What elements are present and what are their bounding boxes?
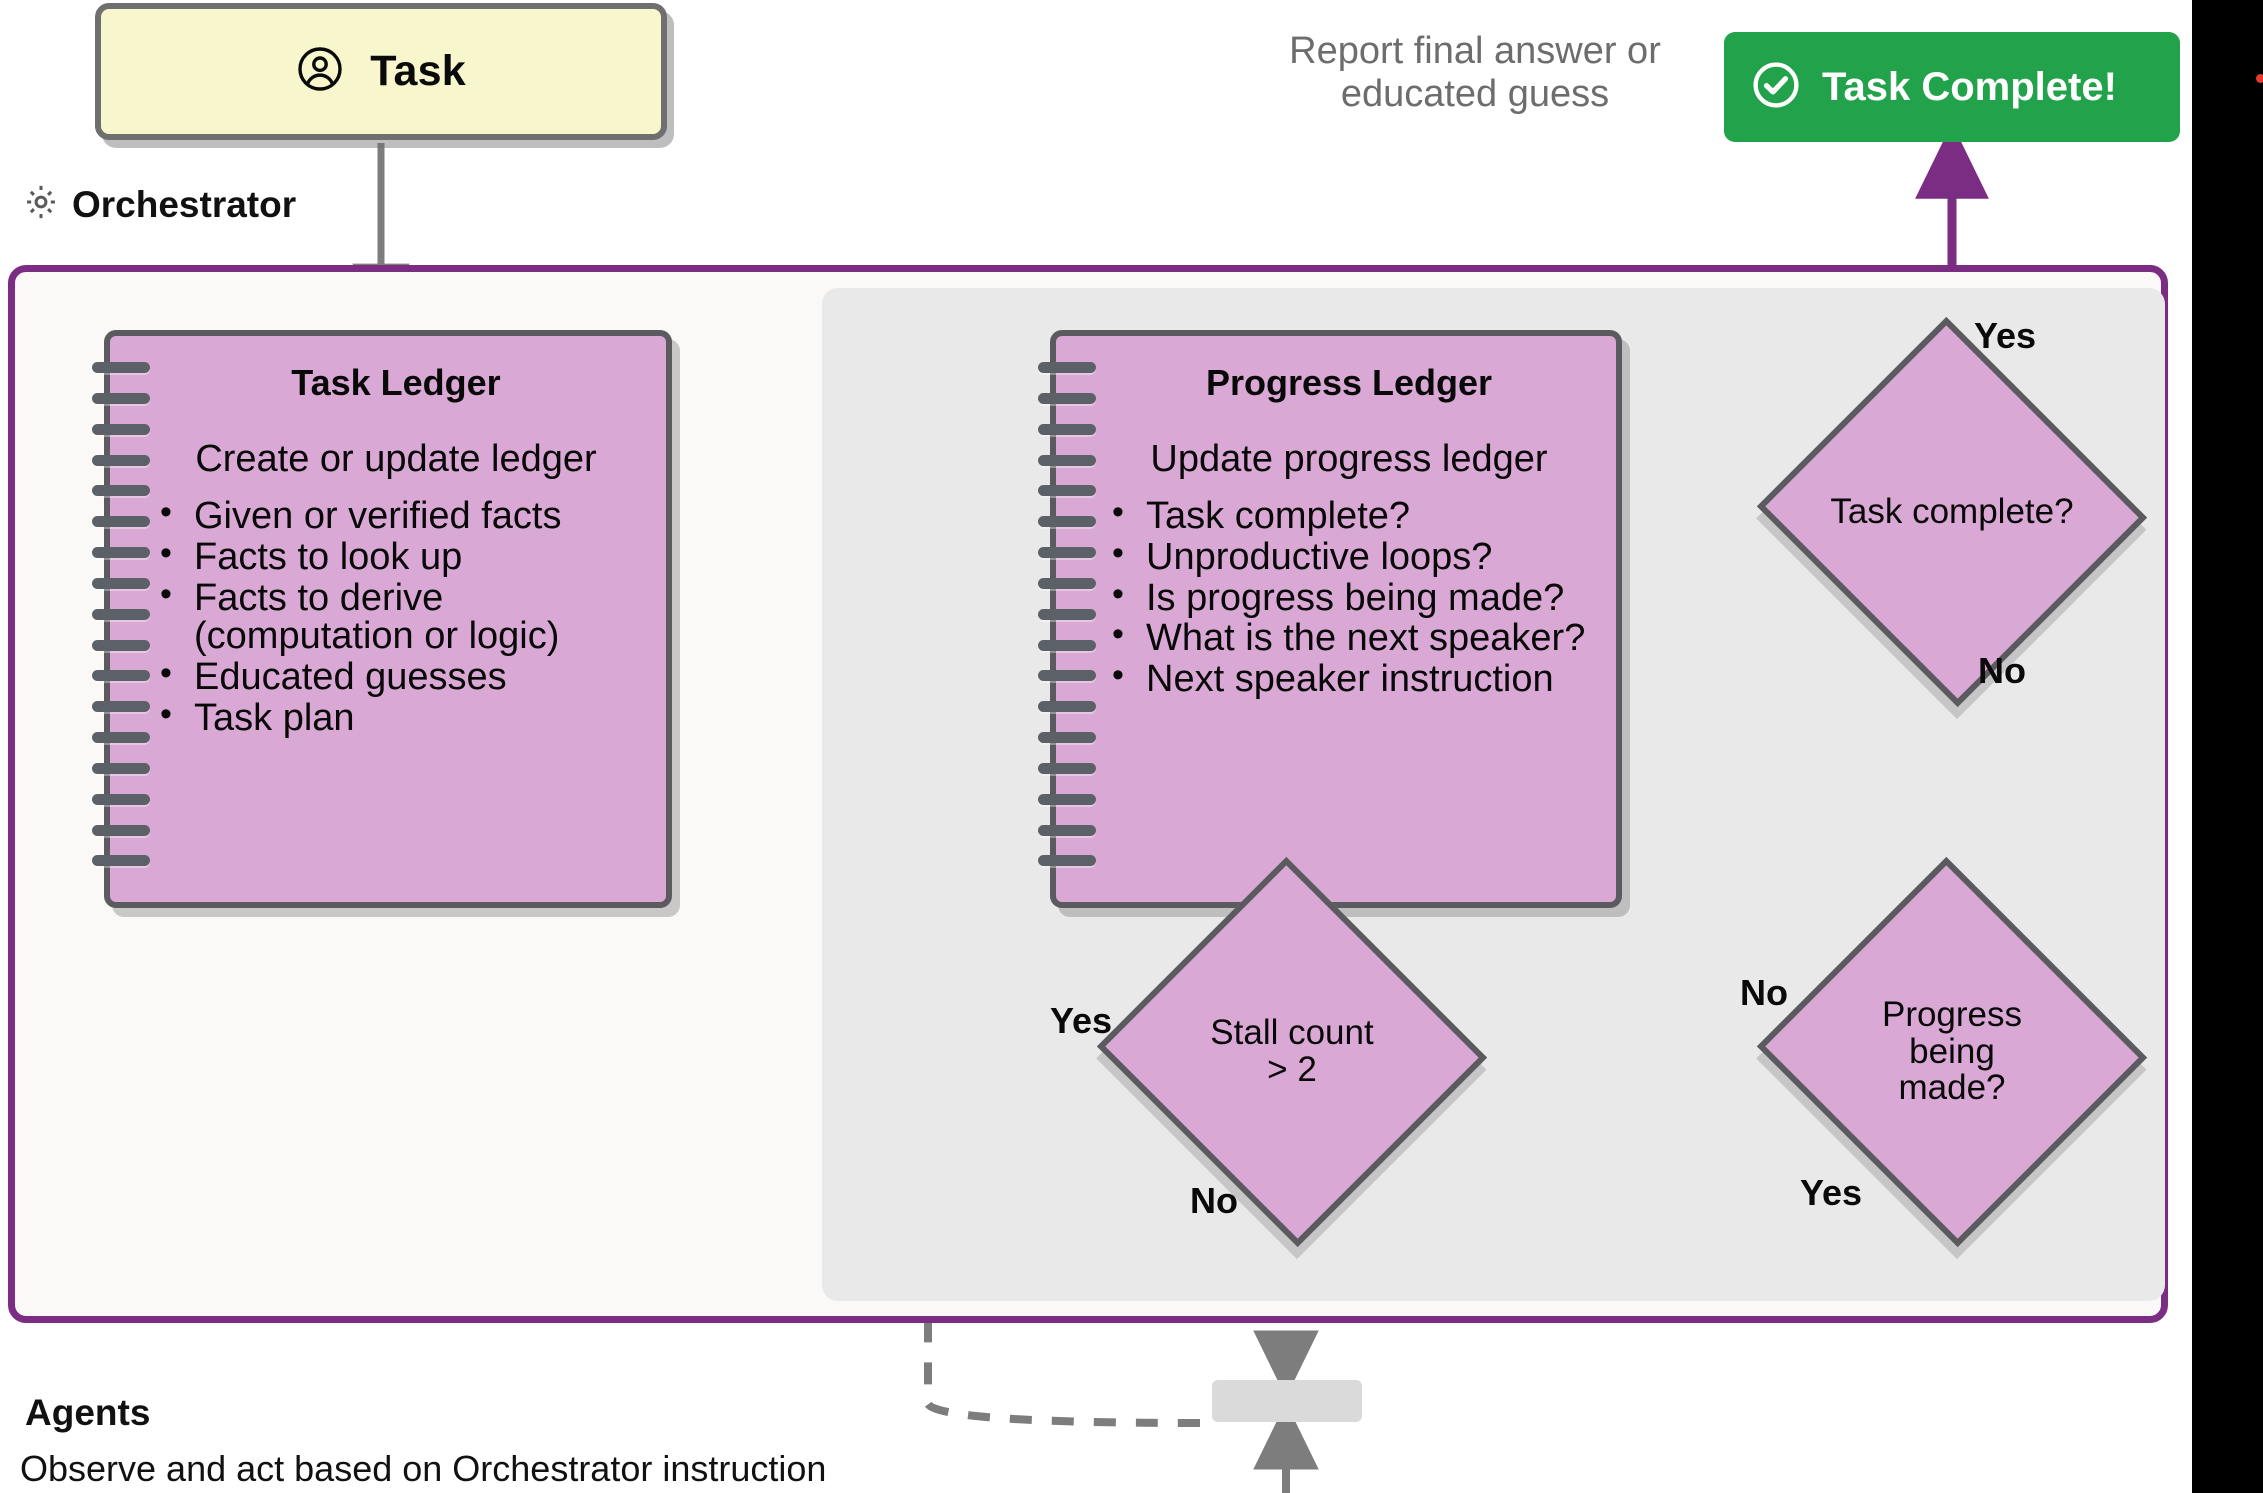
agents-title: Agents (25, 1392, 151, 1433)
progress-ledger-subtitle: Update progress ledger (1150, 438, 1548, 480)
agents-subtitle: Observe and act based on Orchestrator in… (20, 1448, 827, 1489)
decision-progress-made-label: Progress being made? (1881, 994, 2023, 1108)
edge-label-stall-yes: Yes (1050, 1000, 1113, 1041)
orchestrator-label: Orchestrator (72, 183, 297, 225)
list-item: What is the next speaker? (1112, 617, 1592, 658)
agent-node (1212, 1380, 1362, 1422)
task-complete-badge: Task Complete! (1724, 32, 2180, 142)
list-item: Educated guesses (160, 656, 638, 697)
right-edge-band (2192, 0, 2263, 1493)
task-ledger-card: Task Ledger Create or update ledger Give… (92, 330, 672, 908)
task-ledger-title: Task Ledger (291, 362, 501, 403)
list-item: Next speaker instruction (1112, 658, 1592, 699)
check-circle-icon (1750, 59, 1802, 116)
edge-label-progress-made-yes: Yes (1800, 1172, 1863, 1213)
task-card: Task (95, 3, 667, 140)
red-indicator-dot (2256, 74, 2263, 83)
decision-task-complete-label: Task complete? (1830, 491, 2074, 531)
decision-stall-count-label: Stall count > 2 (1210, 1013, 1374, 1089)
list-item: Task complete? (1112, 495, 1592, 536)
list-item: Facts to look up (160, 536, 638, 577)
orchestrator-caption: Orchestrator (22, 183, 296, 226)
list-item: Task plan (160, 697, 638, 738)
edge-label-progress-made-no: No (1740, 972, 1788, 1013)
task-card-label: Task (370, 47, 466, 95)
progress-ledger-title: Progress Ledger (1205, 362, 1493, 403)
gear-icon (22, 183, 60, 226)
progress-ledger-card: Progress Ledger Update progress ledger T… (1038, 330, 1622, 908)
decision-task-complete: Task complete? (1756, 316, 2148, 708)
list-item: Facts to derive (computation or logic) (160, 577, 638, 657)
task-ledger-subtitle: Create or update ledger (195, 438, 597, 480)
list-item: Is progress being made? (1112, 577, 1592, 618)
decision-stall-count: Stall count > 2 (1096, 856, 1488, 1248)
report-final-answer-note: Report final answer or educated guess (1289, 30, 1661, 115)
list-item: Unproductive loops? (1112, 536, 1592, 577)
decision-progress-made: Progress being made? (1756, 856, 2148, 1248)
edge-label-task-complete-no: No (1978, 650, 2026, 691)
edge-label-stall-no: No (1190, 1180, 1238, 1221)
progress-ledger-list: Task complete? Unproductive loops? Is pr… (1096, 495, 1602, 699)
task-complete-badge-label: Task Complete! (1822, 64, 2117, 109)
list-item: Given or verified facts (160, 495, 638, 536)
task-ledger-list: Given or verified facts Facts to look up… (144, 495, 648, 738)
user-circle-icon (296, 45, 344, 98)
edge-label-task-complete-yes: Yes (1974, 315, 2037, 356)
